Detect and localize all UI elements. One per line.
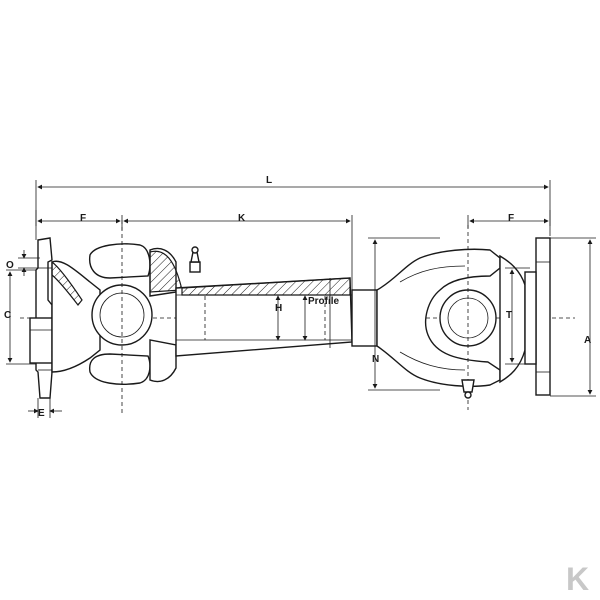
dimension-l <box>35 180 551 240</box>
right-cross-bearing <box>439 225 497 410</box>
brand-logo-text: K <box>566 561 589 597</box>
dimension-c <box>6 269 36 365</box>
center-tube <box>351 289 378 347</box>
dimension-e <box>28 398 62 418</box>
dimension-n <box>368 237 440 391</box>
dimension-c-label: C <box>4 310 11 321</box>
slip-yoke <box>149 247 353 383</box>
dimension-f-right <box>467 210 551 228</box>
dimension-f-right-label: F <box>508 213 514 224</box>
dimension-o <box>18 250 40 276</box>
dimension-t <box>505 267 530 365</box>
left-yoke <box>51 243 151 385</box>
left-cross-bearing <box>91 220 153 415</box>
dimension-e-label: E <box>38 408 45 419</box>
right-flange <box>524 237 551 396</box>
left-flange <box>29 237 53 399</box>
grease-nipple <box>189 246 201 273</box>
dimension-o-label: O <box>6 260 14 271</box>
dimension-a <box>550 237 596 397</box>
grease-nipple-right <box>461 379 475 399</box>
dimension-a-label: A <box>584 335 591 346</box>
dimension-n-label: N <box>372 354 379 365</box>
brand-logo: K <box>560 561 596 597</box>
profile-label: Profile <box>308 296 340 307</box>
dimension-t-label: T <box>506 310 512 321</box>
dimension-f-left <box>35 210 123 230</box>
dimension-k <box>123 215 353 278</box>
dimension-h-label: H <box>275 303 282 314</box>
dimension-k-label: K <box>238 213 246 224</box>
dimension-f-left-label: F <box>80 213 86 224</box>
dimension-l-label: L <box>266 175 272 186</box>
